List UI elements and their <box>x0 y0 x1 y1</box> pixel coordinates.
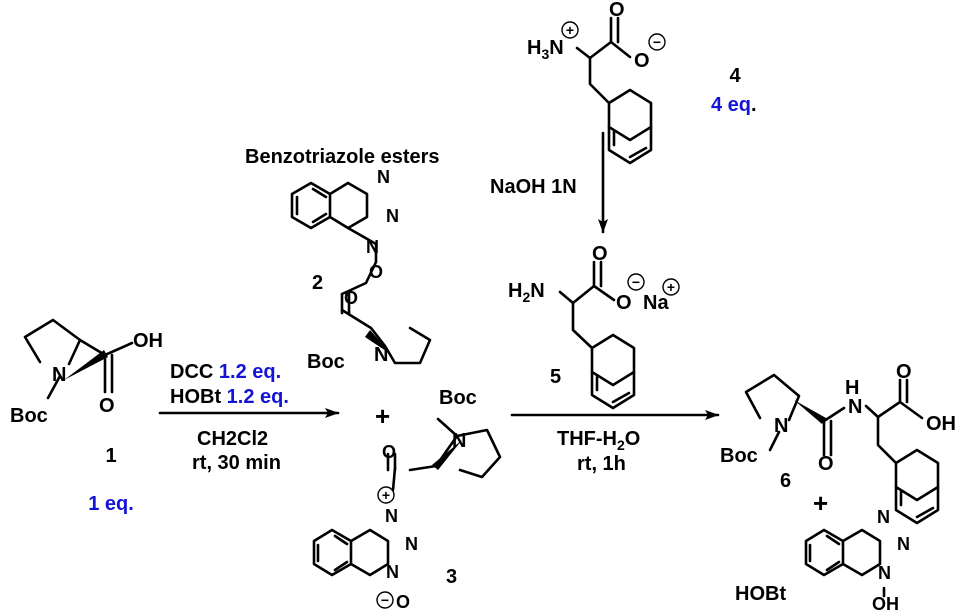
compound-3-plus-charge-icon <box>377 486 395 504</box>
compound-6-number: 6 <box>780 470 791 492</box>
step-1-reagent-2: HOBt 1.2 eq. <box>170 386 289 408</box>
compound-2-o-label: O <box>369 262 383 282</box>
plus-sign-2: + <box>813 488 828 518</box>
compound-5-o-label: O <box>592 243 608 265</box>
compound-3-oxide-o-label: O <box>396 592 410 612</box>
compound-4-structure <box>575 16 653 165</box>
compound-3-structure <box>312 417 502 577</box>
hobt-structure <box>804 528 886 598</box>
compound-1-amount: 1 eq. <box>88 493 134 515</box>
compound-6-boc-label: Boc <box>720 445 758 467</box>
hobt-n3-label: N <box>878 563 891 583</box>
benzotriazole-esters-header: Benzotriazole esters <box>245 146 440 168</box>
compound-4-number: 4 <box>729 65 741 87</box>
compound-3-n1-label: N <box>385 506 398 526</box>
compound-4-minus-charge: − <box>653 34 661 50</box>
compound-4-minus-charge-icon <box>648 33 666 51</box>
compound-4-h3n-label: H3N <box>527 37 564 62</box>
compound-2-n-label: N <box>374 344 388 366</box>
compound-6-carbonyl-o-label: O <box>818 453 834 475</box>
compound-3-carbonyl-o-label: O <box>382 442 396 462</box>
compound-4-o-label: O <box>609 0 625 21</box>
compound-6-oh-label: OH <box>926 413 956 435</box>
compound-5-structure <box>558 260 636 410</box>
compound-5-plus-charge-icon <box>662 278 680 296</box>
compound-2-n2-label: N <box>386 206 399 226</box>
compound-3-minus-charge: − <box>381 592 389 608</box>
compound-1-boc-label: Boc <box>10 405 48 427</box>
compound-6-structure <box>744 373 940 525</box>
compound-4-plus-charge: + <box>566 22 574 38</box>
step-1-conditions: rt, 30 min <box>192 452 281 474</box>
compound-3-n-label: N <box>452 430 466 452</box>
hobt-oh-label: OH <box>872 594 899 614</box>
compound-2-number: 2 <box>312 272 323 294</box>
compound-6-n-label: N <box>774 415 788 437</box>
compound-1-structure <box>23 318 134 400</box>
hobt-n1-label: N <box>877 507 890 527</box>
compound-4-o-minus-label: O <box>634 50 650 72</box>
compound-5-h2n-label: H2N <box>508 280 545 305</box>
compound-1-oh-label: OH <box>133 330 163 352</box>
compound-2-n1-label: N <box>377 167 390 187</box>
hobt-name: HOBt <box>735 583 786 605</box>
compound-5-na-label: Na <box>643 292 669 314</box>
compound-4-amount: 4 eq. <box>711 94 757 116</box>
compound-6-acid-o-label: O <box>896 361 912 383</box>
compound-6-h-label: H <box>845 377 859 399</box>
compound-3-boc-label: Boc <box>439 387 477 409</box>
step-1-reagent-1: DCC 1.2 eq. <box>170 361 281 383</box>
compound-6-amide-n-label: N <box>848 396 862 418</box>
compound-5-o-minus-label: O <box>616 292 632 314</box>
compound-5-plus-charge: + <box>667 279 675 295</box>
compound-3-minus-charge-icon <box>376 591 394 609</box>
compound-5-minus-charge-icon <box>627 273 645 291</box>
compound-1-n-label: N <box>52 364 66 386</box>
compound-1-o-label: O <box>99 395 115 417</box>
step-3-conditions: rt, 1h <box>577 453 626 475</box>
step-3-solvent: THF-H2O <box>557 428 640 453</box>
step-1-solvent: CH2Cl2 <box>197 428 268 450</box>
compound-4-plus-charge-icon <box>561 21 579 39</box>
compound-1-number: 1 <box>105 445 116 467</box>
compound-2-boc-label: Boc <box>307 351 345 373</box>
compound-3-n3-label: N <box>386 562 399 582</box>
compound-5-minus-charge: − <box>632 274 640 290</box>
compound-3-n2-label: N <box>405 534 418 554</box>
step-2-reagent: NaOH 1N <box>490 176 577 198</box>
compound-3-plus-charge: + <box>382 487 390 503</box>
compound-2-carbonyl-o-label: O <box>344 288 358 308</box>
compound-2-structure <box>290 181 432 365</box>
hobt-n2-label: N <box>897 534 910 554</box>
compound-5-number: 5 <box>550 366 561 388</box>
compound-2-n3-label: N <box>366 237 379 257</box>
compound-3-number: 3 <box>446 566 457 588</box>
plus-sign-1: + <box>375 401 390 431</box>
